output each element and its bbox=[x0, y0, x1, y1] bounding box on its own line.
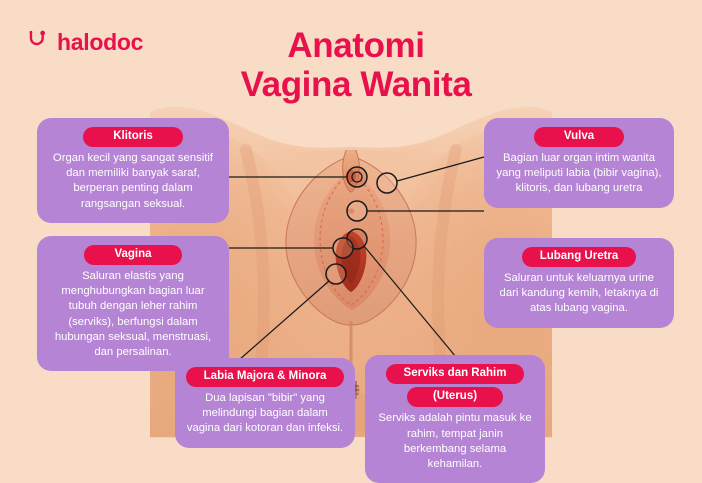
callout-serviks-description: Serviks adalah pintu masuk ke rahim, tem… bbox=[378, 412, 532, 470]
connector-vulva bbox=[396, 156, 485, 182]
callout-klitoris-description: Organ kecil yang sangat sensitif dan mem… bbox=[52, 152, 214, 210]
callout-vulva[interactable]: Vulva Bagian luar organ intim wanita yan… bbox=[484, 118, 674, 208]
connector-serviks bbox=[363, 245, 457, 358]
callout-serviks-labels: Serviks dan Rahim (Uterus) bbox=[375, 364, 535, 408]
callout-labia-description: Dua lapisan "bibir" yang melindungi bagi… bbox=[186, 392, 344, 435]
callout-vulva-description: Bagian luar organ intim wanita yang meli… bbox=[496, 152, 662, 195]
infographic-canvas: halodoc Anatomi Vagina Wanita Klitoris O… bbox=[28, 26, 674, 483]
callout-labia-majora-minora[interactable]: Labia Majora & Minora Dua lapisan "bibir… bbox=[175, 358, 355, 448]
page-title: Anatomi Vagina Wanita bbox=[200, 26, 512, 104]
callout-serviks-label: Serviks dan Rahim bbox=[385, 364, 525, 385]
callout-vagina-description: Saluran elastis yang menghubungkan bagia… bbox=[54, 270, 212, 358]
halodoc-logo[interactable]: halodoc bbox=[28, 30, 143, 54]
marker-uretra bbox=[346, 200, 368, 222]
stethoscope-icon bbox=[29, 30, 46, 46]
callout-labia-label: Labia Majora & Minora bbox=[185, 367, 345, 388]
callout-labia-labels: Labia Majora & Minora bbox=[185, 367, 345, 388]
callout-klitoris-label: Klitoris bbox=[83, 127, 183, 148]
marker-vagina bbox=[332, 237, 354, 259]
connector-lines bbox=[229, 156, 485, 361]
callout-uretra-description: Saluran untuk keluarnya urine dari kandu… bbox=[499, 272, 659, 315]
marker-vulva bbox=[376, 172, 398, 194]
callout-vagina-labels: Vagina bbox=[47, 245, 219, 266]
marker-labia bbox=[325, 263, 347, 285]
title-line-1: Anatomi bbox=[287, 26, 425, 65]
callout-klitoris[interactable]: Klitoris Organ kecil yang sangat sensiti… bbox=[37, 118, 229, 223]
callout-lubang-uretra[interactable]: Lubang Uretra Saluran untuk keluarnya ur… bbox=[484, 238, 674, 328]
callout-serviks-label-2: (Uterus) bbox=[406, 387, 504, 408]
callout-uretra-labels: Lubang Uretra bbox=[494, 247, 664, 268]
callout-serviks-rahim[interactable]: Serviks dan Rahim (Uterus) Serviks adala… bbox=[365, 355, 545, 483]
brand-name: halodoc bbox=[57, 28, 144, 55]
anatomy-markers bbox=[325, 166, 398, 285]
callout-vagina-label: Vagina bbox=[84, 245, 182, 266]
title-line-2: Vagina Wanita bbox=[240, 65, 472, 105]
callout-klitoris-labels: Klitoris bbox=[47, 127, 219, 148]
connector-labia bbox=[238, 280, 330, 361]
callout-vulva-label: Vulva bbox=[533, 127, 625, 148]
callout-uretra-label: Lubang Uretra bbox=[521, 247, 637, 268]
marker-klitoris bbox=[346, 166, 368, 188]
callout-vagina[interactable]: Vagina Saluran elastis yang menghubungka… bbox=[37, 236, 229, 371]
callout-vulva-labels: Vulva bbox=[494, 127, 664, 148]
